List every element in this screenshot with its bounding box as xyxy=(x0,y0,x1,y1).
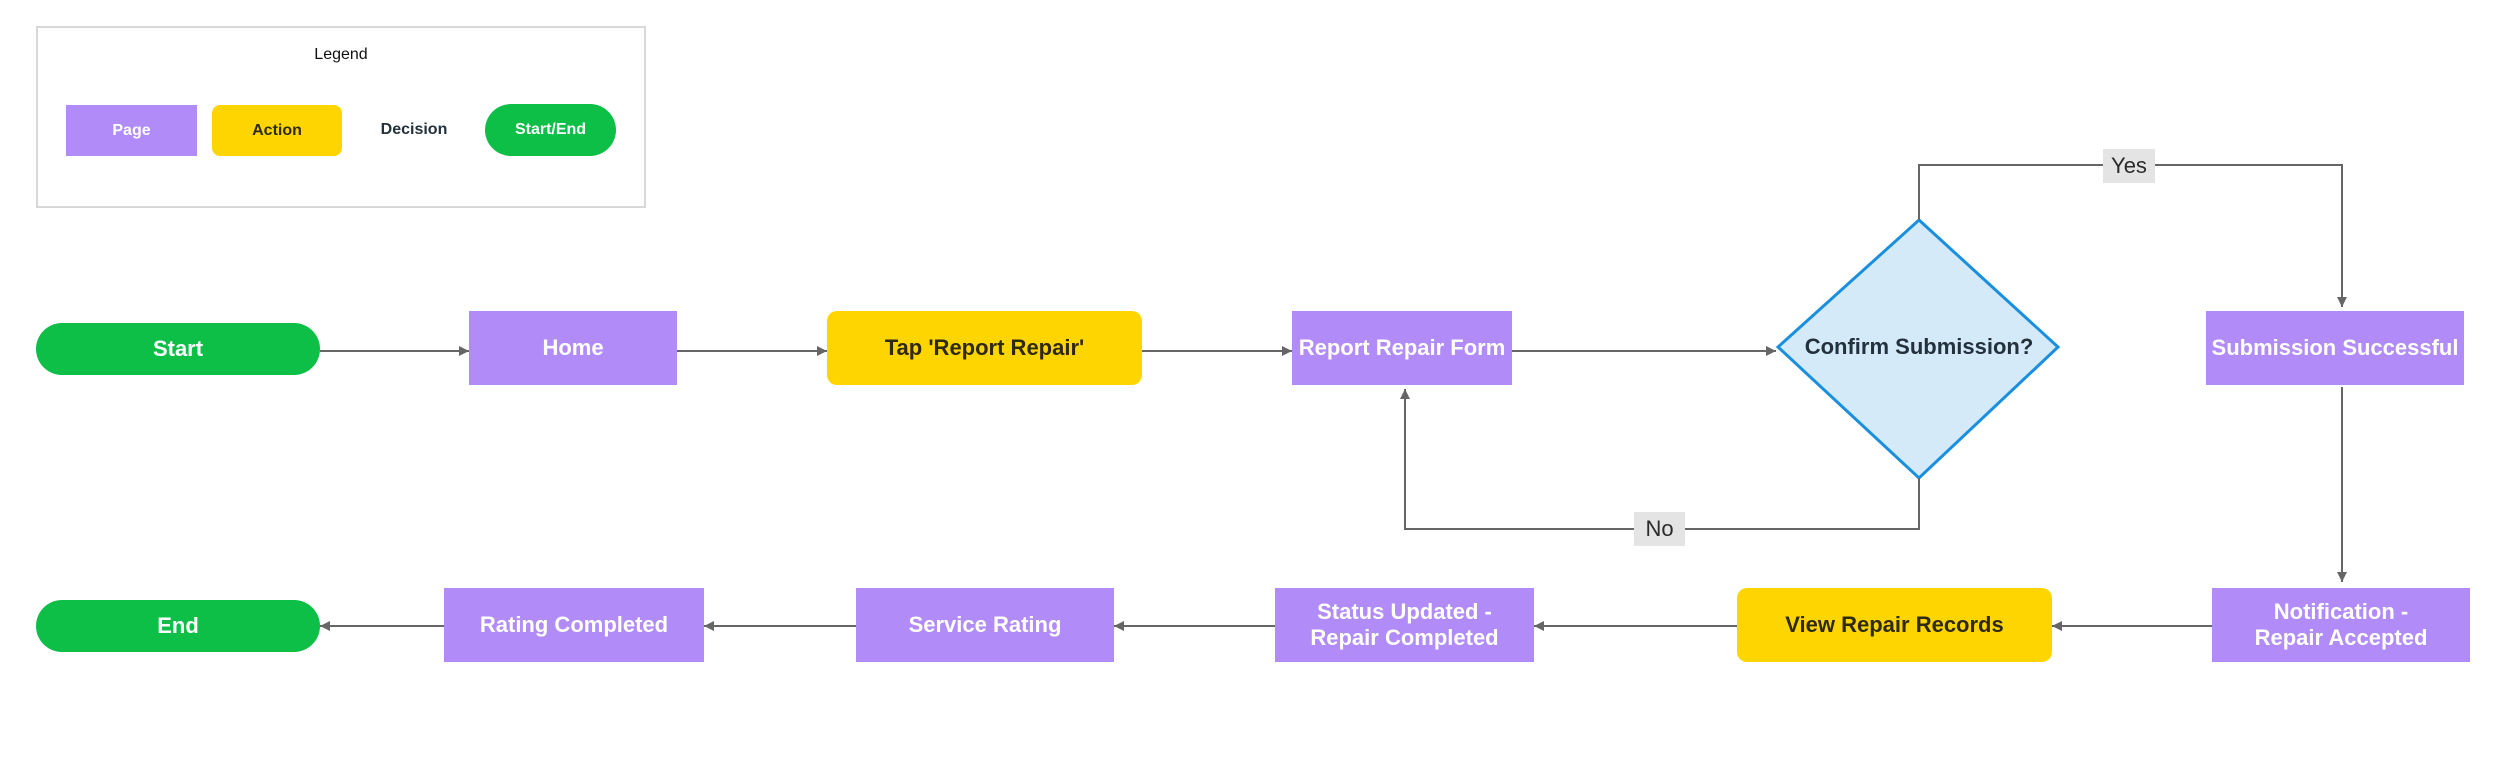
legend-page-swatch: Page xyxy=(66,105,197,156)
legend-startend-swatch: Start/End xyxy=(485,104,616,156)
legend-action-swatch: Action xyxy=(212,105,342,156)
start-node[interactable]: Start xyxy=(36,323,320,375)
yes-edge-label: Yes xyxy=(2103,149,2155,183)
home-page-node[interactable]: Home xyxy=(469,311,677,385)
legend-decision-label: Decision xyxy=(380,121,448,138)
submission-successful-node[interactable]: Submission Successful xyxy=(2206,311,2464,385)
notification-line-2: Repair Accepted xyxy=(2254,625,2428,650)
status-line-2: Repair Completed xyxy=(1310,625,1499,650)
report-repair-form-node[interactable]: Report Repair Form xyxy=(1292,311,1512,385)
confirm-submission-label: Confirm Submission? xyxy=(1804,334,2034,359)
rating-completed-node[interactable]: Rating Completed xyxy=(444,588,704,662)
tap-report-repair-node[interactable]: Tap 'Report Repair' xyxy=(827,311,1142,385)
notification-repair-accepted-node[interactable]: Notification - Repair Accepted xyxy=(2212,588,2470,662)
arrow-no-to-form xyxy=(1400,389,1920,530)
view-repair-records-node[interactable]: View Repair Records xyxy=(1737,588,2052,662)
legend-title: Legend xyxy=(314,46,368,63)
notification-line-1: Notification - xyxy=(2273,598,2409,624)
status-line-1: Status Updated - xyxy=(1317,598,1492,624)
no-edge-label: No xyxy=(1634,512,1685,546)
end-node[interactable]: End xyxy=(36,600,320,652)
status-updated-node[interactable]: Status Updated - Repair Completed xyxy=(1275,588,1534,662)
service-rating-node[interactable]: Service Rating xyxy=(856,588,1114,662)
